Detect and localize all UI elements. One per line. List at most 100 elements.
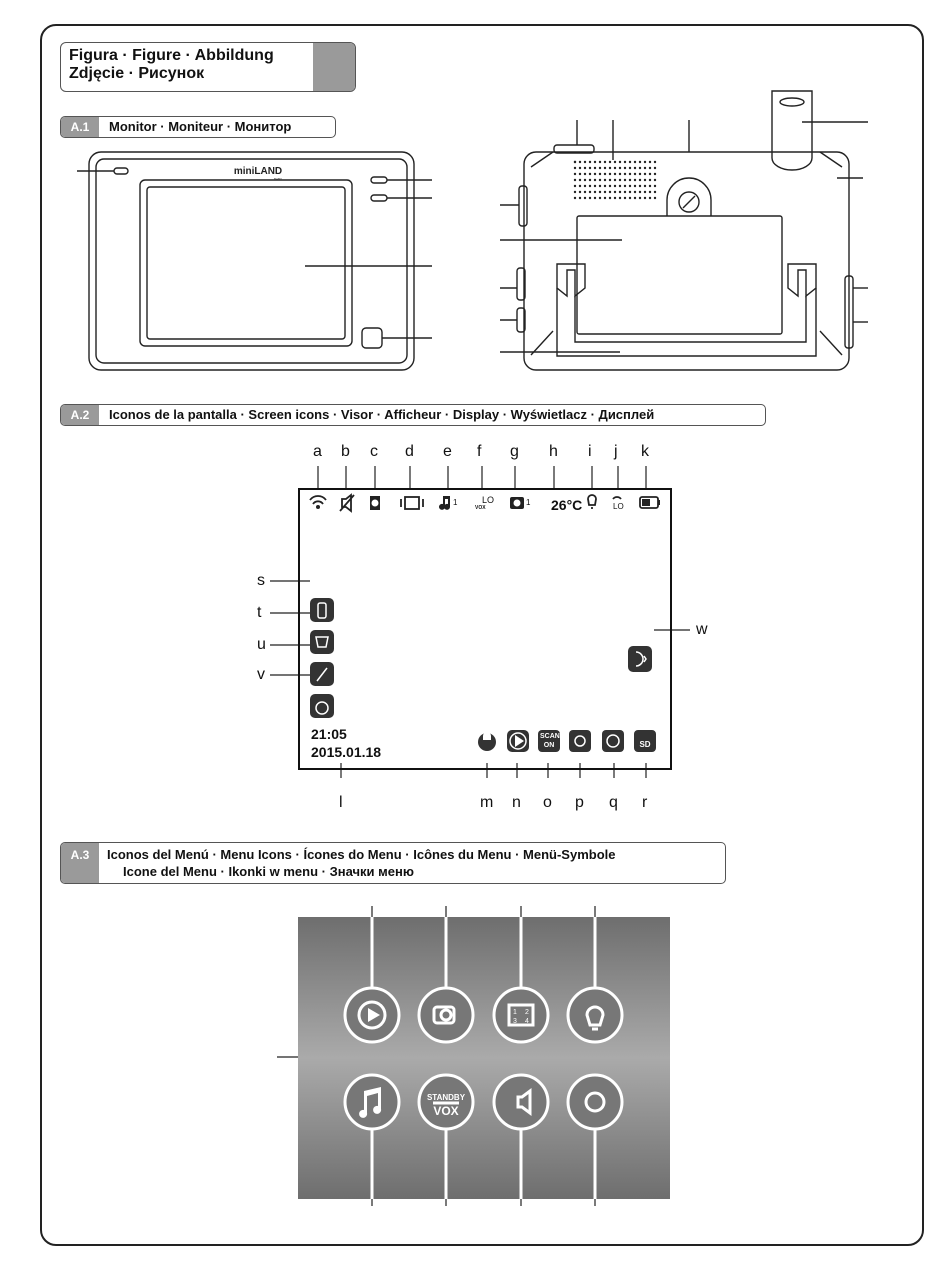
speaker-grille-dot bbox=[638, 178, 642, 182]
speaker-grille-dot bbox=[633, 160, 637, 164]
speaker-grille-dot bbox=[613, 196, 617, 200]
speaker-grille-dot bbox=[588, 190, 592, 194]
speaker-grille-dot bbox=[653, 166, 657, 170]
speaker-grille-dot bbox=[598, 190, 602, 194]
speaker-grille-dot bbox=[643, 166, 647, 170]
monitor-front-screen bbox=[146, 186, 346, 340]
scan-icon bbox=[538, 730, 560, 752]
speaker-grille-dot bbox=[613, 166, 617, 170]
label-c: c bbox=[370, 443, 378, 460]
menu-photo-icon bbox=[417, 986, 475, 1044]
speaker-grille-dot bbox=[618, 172, 622, 176]
speaker-grille-dot bbox=[613, 190, 617, 194]
speaker-grille-dot bbox=[653, 190, 657, 194]
figure-title-line2: Zdjęcie · Рисунок bbox=[69, 65, 205, 82]
wifi-icon bbox=[309, 495, 327, 505]
speaker-grille-dot bbox=[613, 184, 617, 188]
antenna bbox=[771, 90, 813, 171]
speaker-grille-dot bbox=[598, 166, 602, 170]
section-a3-title-line2: Icone del Menu · Ikonki w menu · Значки … bbox=[123, 864, 414, 879]
speaker-grille-dot bbox=[603, 184, 607, 188]
speaker-grille-dot bbox=[593, 190, 597, 194]
speaker-grille-dot bbox=[573, 160, 577, 164]
section-a2-tag: A.2 bbox=[61, 405, 99, 425]
speaker-grille-dot bbox=[588, 166, 592, 170]
label-o: o bbox=[543, 794, 552, 811]
speaker-grille-dot bbox=[598, 172, 602, 176]
label-w: w bbox=[696, 621, 708, 638]
speaker-grille-dot bbox=[643, 184, 647, 188]
battery-cover bbox=[576, 215, 783, 335]
indicator-2 bbox=[370, 194, 388, 202]
speaker-grille-dot bbox=[608, 178, 612, 182]
speaker-grille-dot bbox=[618, 184, 622, 188]
stand-hinges bbox=[556, 263, 817, 298]
speaker-grille-dot bbox=[638, 190, 642, 194]
speaker-grille-dot bbox=[608, 172, 612, 176]
speaker-grille-dot bbox=[593, 172, 597, 176]
speaker-grille-dot bbox=[583, 196, 587, 200]
section-a1-header: A.1 Monitor · Moniteur · Монитор bbox=[60, 116, 336, 138]
section-a1-title: Monitor · Moniteur · Монитор bbox=[109, 119, 292, 134]
speaker-grille-dot bbox=[583, 190, 587, 194]
menu-lullaby-icon bbox=[343, 1073, 401, 1131]
screw-icon bbox=[678, 191, 700, 213]
speaker-grille-dot bbox=[628, 160, 632, 164]
speaker-grille-dot bbox=[628, 178, 632, 182]
stand bbox=[556, 288, 817, 357]
speaker-grille-dot bbox=[628, 184, 632, 188]
section-a3-title-line1: Iconos del Menú · Menu Icons · Ícones do… bbox=[107, 847, 616, 862]
speaker-grille-dot bbox=[643, 178, 647, 182]
brand-sub: BABY bbox=[274, 177, 282, 181]
night-light-icon bbox=[587, 494, 597, 509]
speaker-grille-dot bbox=[578, 160, 582, 164]
label-h: h bbox=[549, 443, 558, 460]
indicator-1 bbox=[370, 176, 388, 184]
speaker-grille-dot bbox=[578, 166, 582, 170]
split-label-3: 3 bbox=[513, 1018, 517, 1025]
camera-sub: 1 bbox=[526, 498, 531, 507]
standby-bottom-text: VOX bbox=[433, 1104, 458, 1118]
speaker-grille-dot bbox=[638, 172, 642, 176]
scan-top-text: SCAN bbox=[540, 733, 560, 740]
speaker-grille-dot bbox=[573, 196, 577, 200]
speaker-grille-dot bbox=[578, 178, 582, 182]
speaker-grille-dot bbox=[603, 178, 607, 182]
section-a3-header: A.3 Iconos del Menú · Menu Icons · Ícone… bbox=[60, 842, 726, 884]
music-sub: 1 bbox=[453, 498, 458, 507]
speaker-grille-dot bbox=[603, 160, 607, 164]
label-n: n bbox=[512, 794, 521, 811]
label-q: q bbox=[609, 794, 618, 811]
speaker-grille-dot bbox=[653, 196, 657, 200]
section-a2-header: A.2 Iconos de la pantalla · Screen icons… bbox=[60, 404, 766, 426]
brand-logo: miniLAND bbox=[234, 166, 282, 177]
page-frame bbox=[40, 24, 924, 1246]
split-label-4: 4 bbox=[525, 1018, 529, 1025]
talk-icon bbox=[628, 646, 652, 672]
speaker-grille-dot bbox=[628, 166, 632, 170]
speaker-grille-dot bbox=[583, 178, 587, 182]
speaker-grille-dot bbox=[613, 178, 617, 182]
label-b: b bbox=[341, 443, 350, 460]
split-label-2: 2 bbox=[525, 1009, 529, 1016]
speaker-grille-dot bbox=[608, 160, 612, 164]
speaker-grille-dot bbox=[648, 184, 652, 188]
menu-settings-icon bbox=[566, 1073, 624, 1131]
speaker-grille-dot bbox=[648, 172, 652, 176]
figure-title-box: Figura · Figure · Abbildung Zdjęcie · Ри… bbox=[60, 42, 356, 92]
speaker-grille-dot bbox=[598, 196, 602, 200]
speaker-grille-dot bbox=[583, 160, 587, 164]
sd-card-icon bbox=[634, 730, 656, 752]
speaker-grille-dot bbox=[628, 196, 632, 200]
monitor-front-body bbox=[88, 151, 415, 371]
speaker-grille-dot bbox=[608, 184, 612, 188]
speaker-grille-dot bbox=[573, 166, 577, 170]
speaker-grille-dot bbox=[603, 172, 607, 176]
mute-icon bbox=[339, 493, 355, 513]
speaker-grille-dot bbox=[648, 178, 652, 182]
speaker-grille-dot bbox=[643, 160, 647, 164]
speaker-grille-dot bbox=[588, 172, 592, 176]
speaker-grille-dot bbox=[583, 184, 587, 188]
menu-night-light-icon bbox=[566, 986, 624, 1044]
temperature-text: 26°C bbox=[551, 497, 583, 513]
